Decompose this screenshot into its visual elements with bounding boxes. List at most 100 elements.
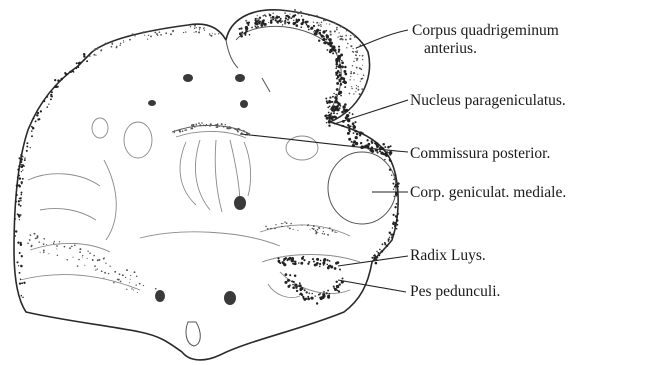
stipple-dot [43, 250, 45, 252]
stipple-dot [71, 72, 72, 73]
central-fibre [215, 140, 222, 212]
stipple-dot [301, 225, 302, 226]
stipple-dot [300, 292, 302, 294]
stipple-dot [332, 52, 334, 54]
stipple-dot [394, 222, 396, 224]
stipple-dot [216, 126, 218, 128]
stipple-dot [307, 25, 310, 28]
stipple-dot [154, 31, 156, 33]
stipple-dot [352, 122, 355, 125]
stipple-dot [349, 93, 351, 95]
stipple-dot [123, 42, 124, 43]
stipple-dot [101, 49, 102, 50]
stipple-dot [356, 60, 358, 62]
stipple-dot [51, 96, 53, 98]
stipple-dot [313, 225, 315, 227]
stipple-dot [46, 106, 48, 108]
stipple-dot [86, 60, 88, 62]
stipple-dot [287, 285, 290, 288]
stipple-dot [356, 88, 357, 89]
stipple-dot [336, 232, 337, 233]
stipple-dot [185, 31, 186, 32]
stipple-dot [21, 164, 22, 165]
stipple-dot [270, 228, 272, 230]
stipple-dot [97, 269, 98, 270]
stipple-dot [359, 134, 361, 136]
stipple-dot [212, 33, 213, 34]
stipple-dot [287, 279, 290, 282]
stipple-dot [377, 257, 379, 259]
stipple-dot [125, 277, 126, 278]
stipple-dot [313, 31, 314, 32]
stipple-dot [347, 124, 349, 126]
stipple-dot [247, 15, 248, 16]
stipple-dot [353, 61, 355, 63]
stipple-dot [338, 46, 340, 48]
stipple-dot [161, 29, 162, 30]
stipple-dot [282, 226, 283, 227]
stipple-dot [327, 107, 329, 109]
stipple-dot [334, 231, 335, 232]
stipple-dot [300, 26, 302, 28]
stipple-dot [362, 55, 363, 56]
stipple-dot [338, 48, 340, 50]
stipple-dot [72, 257, 73, 258]
stipple-dot [72, 70, 74, 72]
stipple-dot [341, 26, 343, 28]
leader-commissura-posterior [240, 134, 408, 152]
stipple-dot [387, 155, 389, 157]
stipple-dot [283, 259, 285, 261]
stipple-dot [29, 239, 31, 241]
stipple-dot [20, 158, 23, 161]
stipple-dot [113, 282, 115, 284]
stipple-dot [263, 19, 265, 21]
stipple-dot [386, 151, 388, 153]
stipple-dot [335, 117, 337, 119]
stipple-dot [17, 176, 19, 178]
stipple-dot [350, 72, 352, 74]
stipple-dot [285, 15, 287, 17]
stipple-dot [329, 23, 330, 24]
stipple-dot [95, 269, 96, 270]
stipple-dot [120, 43, 122, 45]
stipple-dot [230, 128, 232, 130]
stipple-dot [105, 263, 106, 264]
stipple-dot [20, 154, 22, 156]
stipple-dot [351, 141, 353, 143]
stipple-dot [338, 51, 340, 53]
stipple-dot [54, 79, 56, 81]
stipple-dot [327, 264, 329, 266]
stipple-dot [318, 40, 320, 42]
stipple-dot [18, 265, 19, 266]
stipple-dot [313, 261, 315, 263]
stipple-dot [15, 235, 16, 236]
stipple-dot [254, 25, 255, 26]
stipple-dot [21, 282, 23, 284]
leader-corpus-quadrigeminum [356, 30, 408, 48]
stipple-dot [391, 236, 393, 238]
stipple-dot [131, 33, 133, 35]
stipple-dot [346, 30, 347, 31]
stipple-dot [193, 32, 194, 33]
stipple-dot [389, 152, 390, 153]
stipple-dot [338, 32, 339, 33]
stipple-dot [264, 25, 266, 27]
stipple-dot [264, 14, 266, 16]
stipple-dot [97, 47, 98, 48]
stipple-dot [333, 112, 335, 114]
stipple-dot [257, 26, 259, 28]
label-pes-pedunculi: Pes pedunculi. [410, 283, 500, 300]
stipple-dot [285, 273, 288, 276]
stipple-dot [36, 114, 38, 116]
stipple-dot [329, 106, 331, 108]
stipple-dot [337, 66, 339, 68]
stipple-dot [209, 126, 210, 127]
stipple-dot [324, 42, 327, 45]
stipple-dot [320, 25, 322, 27]
stipple-dot [391, 163, 392, 164]
stipple-dot [393, 214, 395, 216]
nucleus-spot [234, 196, 246, 210]
ventral-contour [260, 225, 350, 236]
stipple-dot [362, 59, 363, 60]
stipple-dot [243, 130, 244, 131]
